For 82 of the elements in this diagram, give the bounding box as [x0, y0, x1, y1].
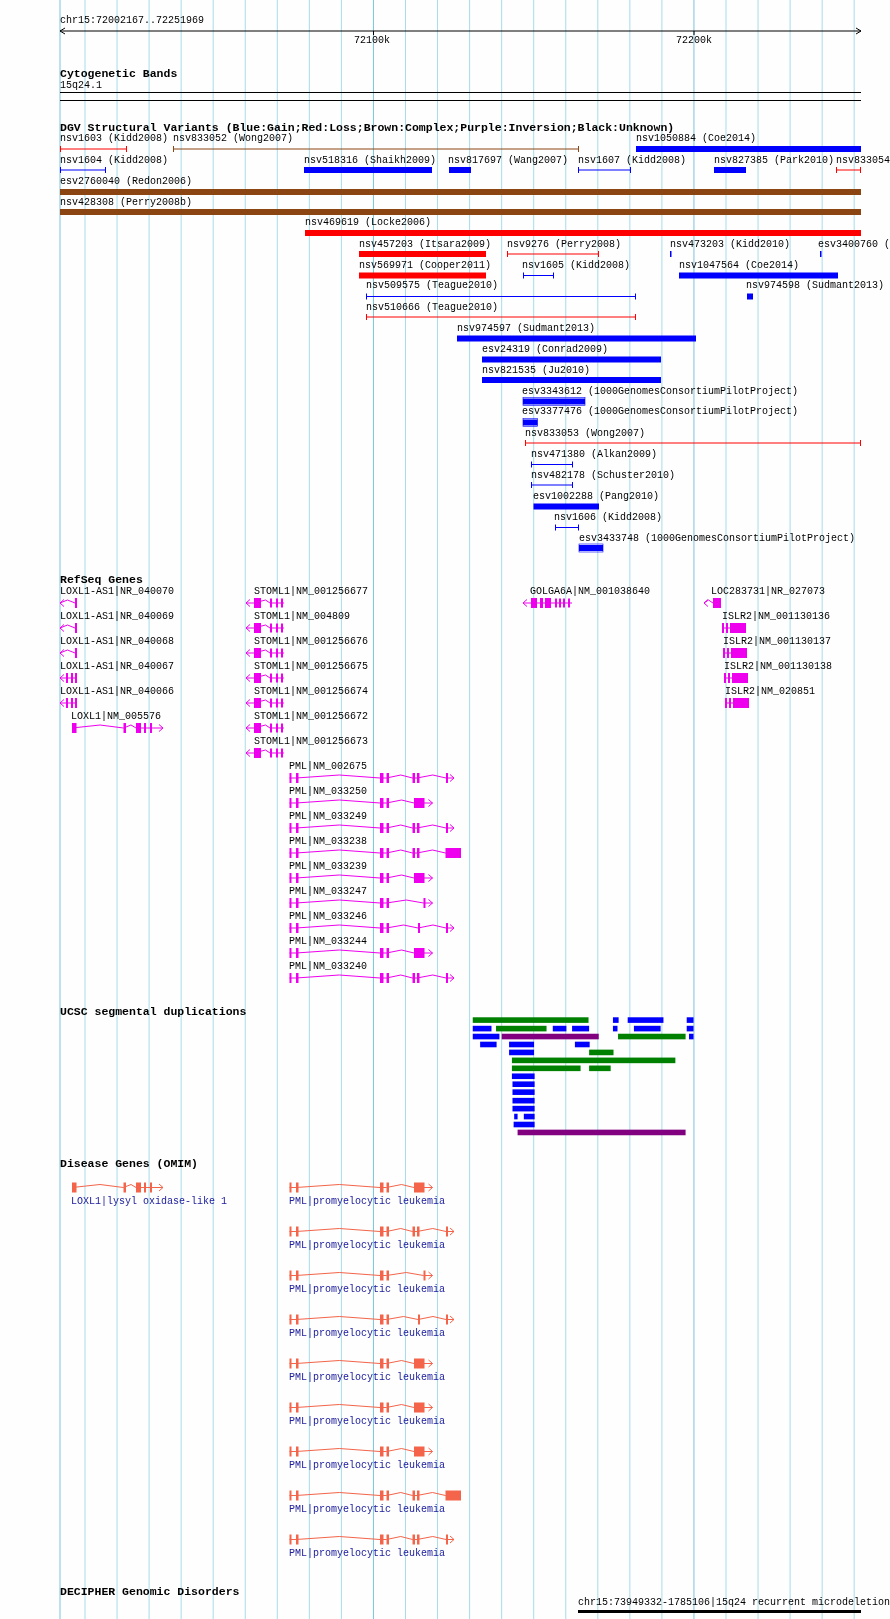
variant-label: esv3343612 (1000GenomesConsortiumPilotProject): [522, 386, 799, 398]
variant-label: esv3433748 (1000GenomesConsortiumPilotProject): [579, 533, 856, 545]
disease-gene-label: PML|promyelocytic leukemia: [289, 1460, 446, 1472]
variant-label: nsv1606 (Kidd2008): [554, 512, 663, 524]
position-label: 15q24.1: [60, 80, 102, 92]
gene-label: STOML1|NM_001256676: [254, 636, 369, 648]
gene-label: ISLR2|NM_001130137: [723, 636, 832, 648]
gene-label: ISLR2|NM_020851: [725, 686, 815, 698]
gene-label: PML|NM_033246: [289, 911, 367, 923]
variant-label: nsv518316 (Shaikh2009): [304, 154, 437, 167]
position-label: chr15:72002167..72251969: [60, 15, 205, 27]
gene-label: STOML1|NM_001256675: [254, 661, 369, 673]
track-title: UCSC segmental duplications: [60, 1005, 247, 1018]
gene-label: STOML1|NM_001256673: [254, 736, 369, 748]
variant-label: nsv821535 (Ju2010): [482, 365, 591, 377]
variant-label: nsv469619 (Locke2006): [305, 217, 432, 229]
variant-label: nsv974597 (Sudmant2013): [457, 323, 596, 335]
axis-tick-label: 72100k: [354, 35, 390, 47]
track-title: DGV Structural Variants (Blue:Gain;Red:Loss;Brown:Complex;Purple:Inversion;Black:Unknown): [60, 122, 675, 134]
disease-gene-label: PML|promyelocytic leukemia: [289, 1372, 446, 1384]
disease-gene-label: PML|promyelocytic leukemia: [289, 1548, 446, 1560]
variant-label: nsv817697 (Wang2007): [448, 154, 569, 167]
track-title: Disease Genes (OMIM): [60, 1157, 199, 1170]
position-label: chr15:73949332-1785106|15q24 recurrent microdeletion: [578, 1597, 890, 1609]
variant-label: nsv1050884 (Coe2014): [636, 133, 757, 145]
gene-label: STOML1|NM_001256672: [254, 711, 369, 723]
disease-gene-label: PML|promyelocytic leukemia: [289, 1328, 446, 1340]
variant-label: nsv974598 (Sudmant2013): [746, 280, 885, 292]
gene-label: STOML1|NM_001256677: [254, 586, 369, 598]
variant-label: esv3377476 (1000GenomesConsortiumPilotProject): [522, 406, 799, 418]
gene-label: LOC283731|NR_027073: [711, 586, 826, 598]
gene-label: PML|NM_033238: [289, 836, 367, 848]
gene-label: PML|NM_033240: [289, 961, 367, 973]
variant-label: nsv482178 (Schuster2010): [531, 470, 676, 482]
variant-label: nsv833052 (Wong2007): [173, 133, 294, 145]
disease-gene-label: PML|promyelocytic leukemia: [289, 1416, 446, 1428]
variant-label: nsv1605 (Kidd2008): [522, 260, 631, 273]
gene-label: LOXL1-AS1|NR_040070: [60, 586, 175, 598]
track-title: RefSeq Genes: [60, 574, 143, 586]
variant-label: esv2760040 (Redon2006): [60, 176, 193, 188]
gene-label: PML|NM_033247: [289, 886, 367, 898]
variant-label: nsv428308 (Perry2008b): [60, 197, 193, 209]
gene-label: PML|NM_033244: [289, 936, 367, 948]
variant-label: nsv833054: [836, 154, 890, 167]
variant-label: nsv510666 (Teague2010): [366, 302, 499, 314]
disease-gene-label: PML|promyelocytic leukemia: [289, 1240, 446, 1252]
gene-label: GOLGA6A|NM_001038640: [530, 586, 651, 598]
gene-label: LOXL1-AS1|NR_040068: [60, 636, 175, 648]
disease-gene-label: PML|promyelocytic leukemia: [289, 1504, 446, 1516]
variant-label: nsv827385 (Park2010): [714, 154, 835, 167]
disease-gene-label: PML|promyelocytic leukemia: [289, 1284, 446, 1296]
variant-label: nsv1047564 (Coe2014): [679, 260, 800, 273]
variant-label: esv3400760 (: [818, 239, 890, 251]
gene-label: LOXL1-AS1|NR_040067: [60, 661, 175, 673]
gene-label: LOXL1-AS1|NR_040069: [60, 611, 175, 623]
variant-label: nsv1607 (Kidd2008): [578, 154, 687, 167]
variant-label: nsv457203 (Itsara2009): [359, 239, 492, 251]
gene-label: ISLR2|NM_001130136: [722, 611, 831, 623]
gene-label: PML|NM_033250: [289, 786, 367, 798]
gene-label: PML|NM_033249: [289, 811, 367, 823]
variant-label: esv24319 (Conrad2009): [482, 344, 609, 356]
disease-gene-label: LOXL1|lysyl oxidase-like 1: [71, 1196, 228, 1208]
gene-label: LOXL1|NM_005576: [71, 711, 161, 723]
gene-label: PML|NM_033239: [289, 861, 367, 873]
gene-label: STOML1|NM_004809: [254, 611, 350, 623]
track-title: DECIPHER Genomic Disorders: [60, 1585, 240, 1598]
variant-label: nsv1604 (Kidd2008): [60, 154, 169, 167]
variant-label: nsv509575 (Teague2010): [366, 280, 499, 292]
variant-label: nsv473203 (Kidd2010): [670, 239, 791, 251]
variant-label: nsv569971 (Cooper2011): [359, 260, 492, 273]
gene-label: STOML1|NM_001256674: [254, 686, 369, 698]
gene-label: ISLR2|NM_001130138: [724, 661, 833, 673]
gene-label: PML|NM_002675: [289, 761, 367, 773]
gene-label: LOXL1-AS1|NR_040066: [60, 686, 175, 698]
variant-label: esv1002288 (Pang2010): [533, 491, 660, 503]
variant-label: nsv471380 (Alkan2009): [531, 449, 658, 461]
disease-gene-label: PML|promyelocytic leukemia: [289, 1196, 446, 1208]
track-title: Cytogenetic Bands: [60, 68, 178, 80]
axis-tick-label: 72200k: [676, 35, 712, 47]
variant-label: nsv833053 (Wong2007): [525, 428, 646, 440]
variant-label: nsv9276 (Perry2008): [507, 239, 622, 251]
variant-label: nsv1603 (Kidd2008): [60, 133, 169, 145]
